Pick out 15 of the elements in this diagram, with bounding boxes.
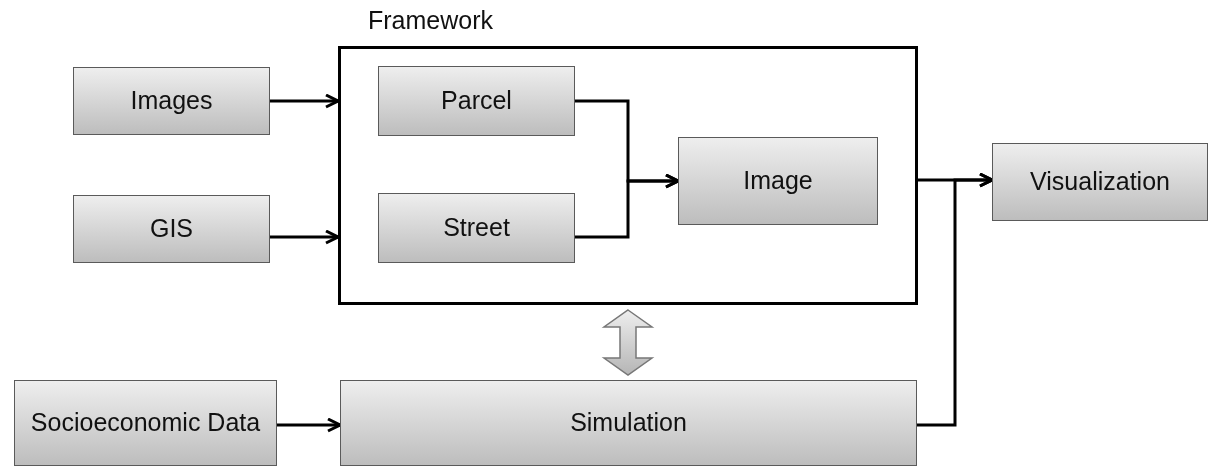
- arrow: [277, 417, 342, 433]
- group-heading: Framework: [368, 6, 493, 35]
- process-box: Street: [378, 193, 575, 263]
- arrow: [917, 172, 994, 427]
- arrow: [575, 173, 680, 239]
- arrow: [270, 93, 340, 109]
- process-box: GIS: [73, 195, 270, 263]
- arrow: [270, 229, 340, 245]
- process-box: Images: [73, 67, 270, 135]
- process-box: Simulation: [340, 380, 917, 466]
- process-box: Image: [678, 137, 878, 225]
- double-block-arrow: [601, 309, 655, 376]
- process-box: Socioeconomic Data: [14, 380, 277, 466]
- process-box: Parcel: [378, 66, 575, 136]
- process-box: Visualization: [992, 143, 1208, 221]
